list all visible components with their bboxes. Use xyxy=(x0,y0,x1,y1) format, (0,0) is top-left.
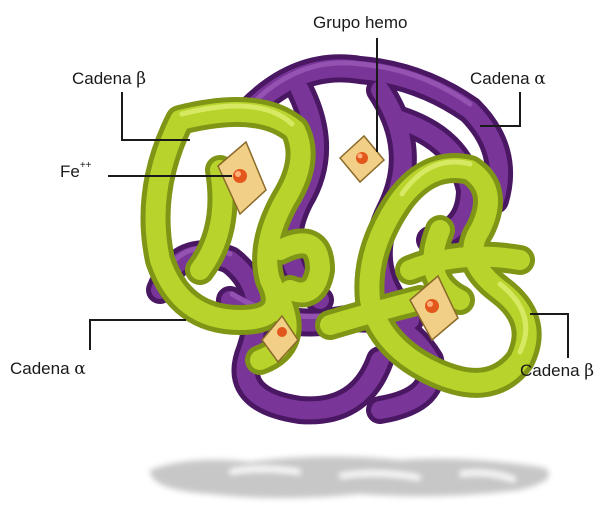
beta-chain-green xyxy=(156,106,527,383)
label-alpha-chain-bottom-text: Cadena xyxy=(10,359,70,378)
label-alpha-chain-top-greek: α xyxy=(534,69,545,89)
leader-alpha-chain-bottom xyxy=(90,320,186,350)
label-alpha-chain-top: Cadena α xyxy=(470,70,546,88)
label-beta-chain-bottom-text: Cadena xyxy=(520,361,580,380)
label-beta-chain-bottom-greek: β xyxy=(584,361,594,381)
label-iron-text: Fe xyxy=(60,162,80,181)
label-beta-chain-top-text: Cadena xyxy=(72,69,132,88)
label-iron: Fe++ xyxy=(60,163,92,180)
molecule-shadow xyxy=(150,456,549,498)
label-alpha-chain-top-text: Cadena xyxy=(470,69,530,88)
label-heme-group-text: Grupo hemo xyxy=(313,13,408,32)
label-iron-charge: ++ xyxy=(80,160,92,171)
label-alpha-chain-bottom: Cadena α xyxy=(10,360,86,378)
label-beta-chain-top: Cadena β xyxy=(72,70,146,88)
label-alpha-chain-bottom-greek: α xyxy=(74,359,85,379)
label-heme-group: Grupo hemo xyxy=(313,14,408,31)
label-beta-chain-top-greek: β xyxy=(136,69,146,89)
label-beta-chain-bottom: Cadena β xyxy=(520,362,594,380)
